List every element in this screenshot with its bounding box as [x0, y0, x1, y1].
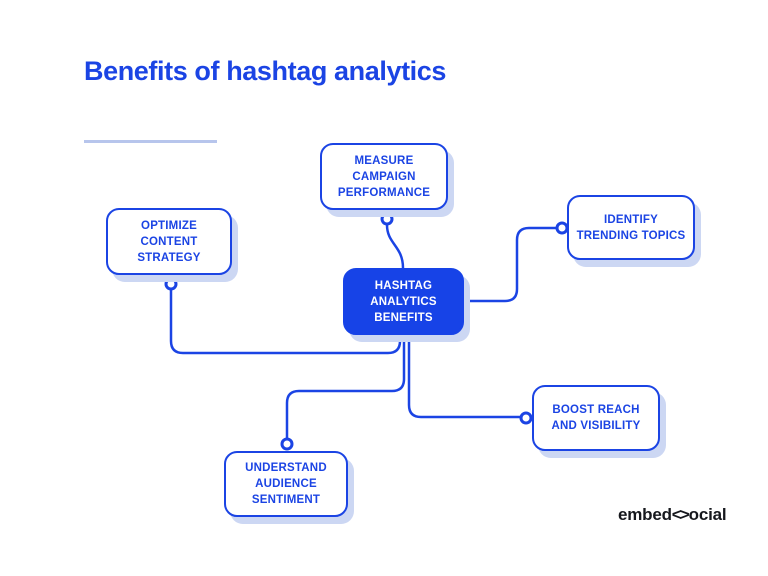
logo-s-brackets-icon: <> — [671, 505, 690, 524]
page-title: Benefits of hashtag analytics — [84, 56, 446, 86]
node-boost-reach-and-visibility: BOOST REACH AND VISIBILITY — [532, 385, 660, 451]
title-underline — [84, 140, 217, 143]
connector-dot-measure — [380, 212, 394, 226]
connector-line-boost — [407, 335, 520, 419]
node-understand-audience-sentiment: UNDERSTAND AUDIENCE SENTIMENT — [224, 451, 348, 517]
center-node-hashtag-analytics-benefits: HASHTAG ANALYTICS BENEFITS — [343, 268, 464, 335]
connector-dot-understand — [280, 437, 294, 451]
connector-line-measure — [385, 224, 405, 269]
node-measure-campaign-performance: MEASURE CAMPAIGN PERFORMANCE — [320, 143, 448, 210]
node-identify-trending-topics: IDENTIFY TRENDING TOPICS — [567, 195, 695, 260]
connector-dot-boost — [519, 411, 533, 425]
embedsocial-logo: embed<>ocial — [618, 505, 727, 525]
connector-line-optimize — [169, 290, 402, 355]
connector-line-identify — [464, 226, 556, 303]
connector-dot-identify — [555, 221, 569, 235]
connector-dot-optimize — [164, 277, 178, 291]
logo-text-suffix: ocial — [688, 505, 727, 524]
connector-line-understand — [285, 335, 406, 438]
logo-text-prefix: embed — [618, 505, 672, 524]
node-optimize-content-strategy: OPTIMIZE CONTENT STRATEGY — [106, 208, 232, 275]
